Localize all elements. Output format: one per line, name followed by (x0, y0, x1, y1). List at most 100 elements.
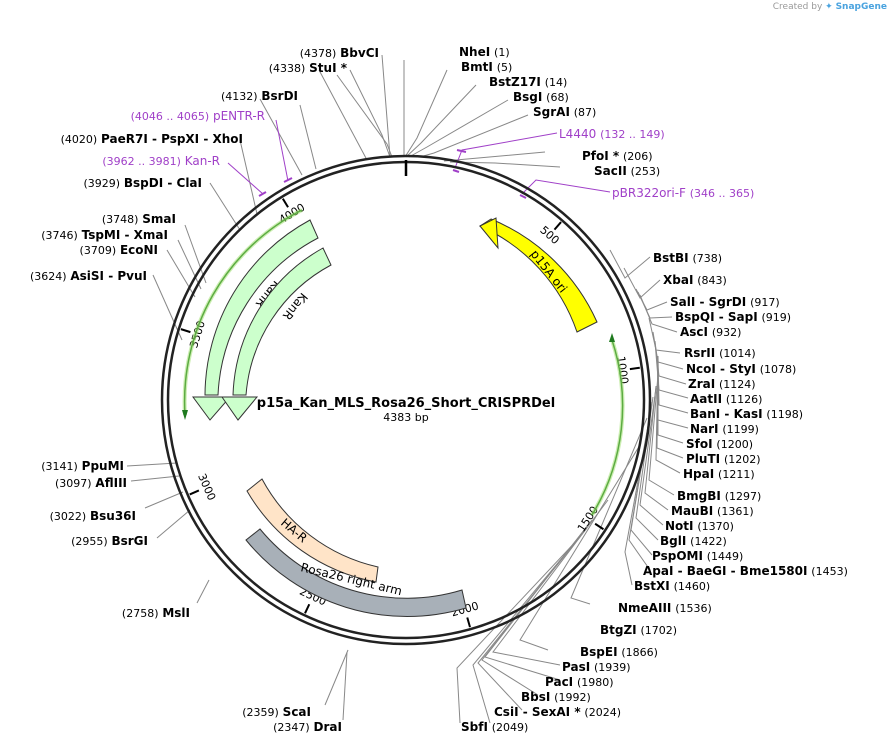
restriction-site-label[interactable]: (3097) AflIII (55, 476, 127, 490)
restriction-site-label[interactable]: AscI (932) (680, 325, 741, 339)
feature-kanr-2[interactable]: KanR (221, 247, 332, 421)
restriction-site-label[interactable]: (3748) SmaI (102, 212, 176, 226)
restriction-site-name: CsiI - SexAI * (494, 705, 581, 719)
restriction-site-name: PacI (545, 675, 573, 689)
primer-label[interactable]: (4046 .. 4065) pENTR-R (131, 109, 265, 123)
primer-mark-l4440 (456, 149, 467, 153)
restriction-site-label[interactable]: SacII (253) (594, 164, 660, 178)
restriction-site-position: (1536) (675, 602, 712, 615)
primer-label[interactable]: (3962 .. 3981) Kan-R (102, 154, 220, 168)
restriction-site-label[interactable]: (4132) BsrDI (221, 89, 298, 103)
restriction-site-position: (68) (546, 91, 569, 104)
restriction-site-name: AscI (680, 325, 708, 339)
restriction-site-position: (5) (497, 61, 513, 74)
restriction-site-label[interactable]: NarI (1199) (690, 422, 759, 436)
restriction-site-label[interactable]: BtgZI (1702) (600, 623, 677, 637)
restriction-site-position: (1422) (690, 535, 727, 548)
restriction-site-label[interactable]: CsiI - SexAI * (2024) (494, 705, 621, 719)
restriction-site-label[interactable]: ZraI (1124) (688, 377, 756, 391)
restriction-site-position: (1992) (554, 691, 591, 704)
restriction-site-position: (932) (712, 326, 742, 339)
restriction-site-label[interactable]: BspQI - SapI (919) (675, 310, 791, 324)
restriction-site-label[interactable]: SalI - SgrDI (917) (670, 295, 780, 309)
restriction-site-name: BspQI - SapI (675, 310, 758, 324)
restriction-site-label[interactable]: HpaI (1211) (683, 467, 755, 481)
restriction-site-position: (87) (574, 106, 597, 119)
restriction-site-position: (2024) (584, 706, 621, 719)
scale-tick-mark (180, 328, 191, 334)
restriction-site-position: (1) (494, 46, 510, 59)
restriction-site-label[interactable]: (4338) StuI * (269, 61, 348, 75)
restriction-site-label[interactable]: BanI - KasI (1198) (690, 407, 803, 421)
feature-ha-r-box (246, 478, 379, 583)
restriction-site-label[interactable]: (2758) MslI (122, 606, 190, 620)
primer-name: pENTR-R (213, 109, 265, 123)
restriction-site-label[interactable]: (2955) BsrGI (71, 534, 148, 548)
restriction-site-label[interactable]: BbsI (1992) (521, 690, 591, 704)
feature-kanr-2-arrow (232, 247, 332, 396)
feature-rosa26-box (245, 528, 467, 617)
restriction-site-name: MslI (162, 606, 190, 620)
restriction-site-label[interactable]: SgrAI (87) (533, 105, 596, 119)
restriction-site-label[interactable]: BstZ17I (14) (489, 75, 567, 89)
restriction-site-name: SmaI (142, 212, 176, 226)
restriction-site-label[interactable]: (2347) DraI (273, 720, 342, 734)
restriction-site-label[interactable]: PluTI (1202) (686, 452, 761, 466)
restriction-site-name: Bsu36I (90, 509, 136, 523)
restriction-site-label[interactable]: PasI (1939) (562, 660, 631, 674)
restriction-site-label[interactable]: BspEI (1866) (580, 645, 658, 659)
restriction-site-label[interactable]: BstXI (1460) (634, 579, 710, 593)
feature-p15a-ori[interactable]: p15A ori (478, 217, 598, 333)
restriction-site-position: (1449) (707, 550, 744, 563)
primer-mark-pbr322 (519, 194, 527, 199)
restriction-site-name: BstZ17I (489, 75, 541, 89)
restriction-site-label[interactable]: BglI (1422) (660, 534, 727, 548)
restriction-site-name: BtgZI (600, 623, 637, 637)
restriction-site-position: (1124) (719, 378, 756, 391)
primer-label[interactable]: L4440 (132 .. 149) (559, 127, 665, 141)
restriction-site-label[interactable]: (2359) ScaI (242, 705, 311, 719)
restriction-site-position: (843) (697, 274, 727, 287)
restriction-site-label[interactable]: (3929) BspDI - ClaI (83, 176, 202, 190)
restriction-site-label[interactable]: NheI (1) (459, 45, 510, 59)
restriction-site-position: (1702) (640, 624, 677, 637)
restriction-site-label[interactable]: BmgBI (1297) (677, 489, 761, 503)
restriction-site-position: (3624) (30, 270, 67, 283)
restriction-site-position: (1939) (594, 661, 631, 674)
restriction-site-label[interactable]: XbaI (843) (663, 273, 727, 287)
restriction-site-label[interactable]: (3022) Bsu36I (50, 509, 136, 523)
scale-tick-mark (189, 489, 200, 496)
restriction-site-label[interactable]: MauBI (1361) (671, 504, 754, 518)
restriction-site-label[interactable]: BmtI (5) (461, 60, 512, 74)
restriction-site-label[interactable]: (3746) TspMI - XmaI (41, 228, 168, 242)
restriction-site-label[interactable]: NmeAIII (1536) (618, 601, 712, 615)
restriction-site-position: (3097) (55, 477, 92, 490)
restriction-site-label[interactable]: NcoI - StyI (1078) (686, 362, 796, 376)
restriction-site-name: BglI (660, 534, 686, 548)
restriction-site-name: BanI - KasI (690, 407, 763, 421)
restriction-site-label[interactable]: (3141) PpuMI (41, 459, 124, 473)
restriction-site-label[interactable]: BsgI (68) (513, 90, 569, 104)
restriction-site-label[interactable]: ApaI - BaeGI - Bme1580I (1453) (643, 564, 848, 578)
primer-label[interactable]: pBR322ori-F (346 .. 365) (612, 186, 754, 200)
restriction-site-label[interactable]: RsrII (1014) (684, 346, 756, 360)
feature-kanr-1-arrow (204, 219, 319, 396)
restriction-site-label[interactable]: PacI (1980) (545, 675, 614, 689)
restriction-site-label[interactable]: BstBI (738) (653, 251, 722, 265)
orf-kanr-glow (182, 208, 303, 416)
restriction-site-name: AsiSI - PvuI (70, 269, 147, 283)
restriction-site-label[interactable]: SbfI (2049) (461, 720, 528, 734)
restriction-site-label[interactable]: (3624) AsiSI - PvuI (30, 269, 147, 283)
restriction-site-label[interactable]: (4020) PaeR7I - PspXI - XhoI (61, 132, 243, 146)
restriction-site-label[interactable]: (3709) EcoNI (80, 243, 158, 257)
restriction-site-name: PfoI * (582, 149, 620, 163)
restriction-site-label[interactable]: (4378) BbvCI (300, 46, 379, 60)
snapgene-brand: Created by ✦ SnapGene (773, 2, 887, 12)
restriction-site-label[interactable]: NotI (1370) (665, 519, 734, 533)
restriction-site-label[interactable]: PfoI * (206) (582, 149, 653, 163)
restriction-site-label[interactable]: SfoI (1200) (686, 437, 753, 451)
restriction-site-label[interactable]: AatII (1126) (690, 392, 762, 406)
restriction-site-name: ZraI (688, 377, 715, 391)
restriction-site-label[interactable]: PspOMI (1449) (652, 549, 743, 563)
restriction-site-name: TspMI - XmaI (82, 228, 168, 242)
